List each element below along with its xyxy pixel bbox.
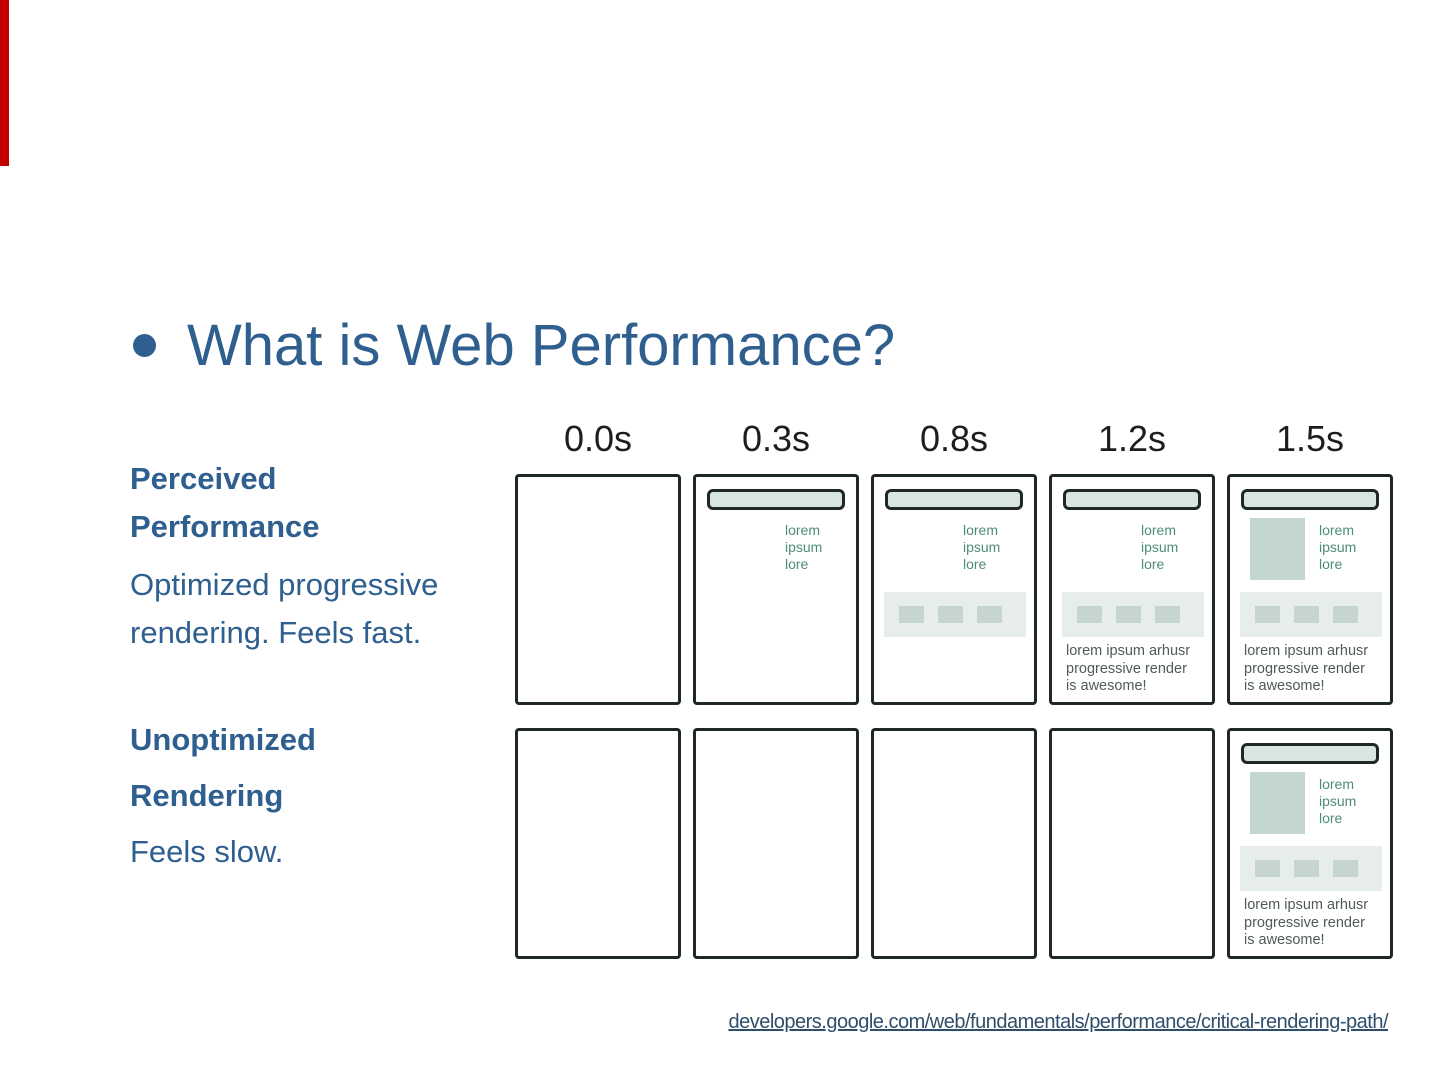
thumbnail-band (1062, 592, 1204, 637)
page-text-line: ipsum (1141, 539, 1179, 555)
page-caption-line: is awesome! (1244, 932, 1325, 948)
thumbnail-tile (1255, 860, 1280, 877)
title-bullet-icon (133, 334, 156, 357)
page-text-line: lore (963, 556, 987, 572)
address-bar (1241, 743, 1379, 764)
perceived-performance-heading-line: Perceived (130, 461, 277, 496)
page-text-line: lorem (1319, 776, 1355, 792)
page-text-line: lorem (1319, 522, 1355, 538)
page-caption-line: progressive render (1244, 660, 1365, 677)
image-placeholder (1250, 772, 1305, 834)
time-label: 1.2s (1097, 418, 1167, 459)
page-text-line: ipsum (1319, 793, 1357, 809)
time-label: 1.5s (1275, 418, 1345, 459)
slide-title: What is Web Performance? (187, 313, 896, 378)
address-bar (1063, 489, 1201, 510)
browser-frame-unoptimized-1.2s (1049, 728, 1215, 959)
thumbnail-tile (977, 606, 1002, 623)
perceived-performance-body: Optimized progressive rendering. Feels fa… (130, 561, 530, 657)
address-bar (885, 489, 1023, 510)
thumbnail-tile (1333, 860, 1358, 877)
page-caption-line: progressive render (1066, 660, 1187, 677)
thumbnail-tile (899, 606, 924, 623)
perceived-performance-heading-line: Performance (130, 509, 320, 544)
page-caption-line: progressive render (1244, 914, 1365, 931)
thumbnail-tile (938, 606, 963, 623)
thumbnail-band (884, 592, 1026, 637)
perceived-performance-body-line: rendering. Feels fast. (130, 615, 422, 650)
browser-frame-unoptimized-0.0s (515, 728, 681, 959)
page-caption-line: lorem ipsum arhusr (1244, 643, 1369, 659)
time-label: 0.3s (741, 418, 811, 459)
browser-frame-unoptimized-0.8s (871, 728, 1037, 959)
page-text-line: lore (1319, 556, 1343, 572)
unoptimized-rendering-line: Rendering (130, 778, 284, 813)
image-placeholder (1250, 518, 1305, 580)
slide-accent-bar (0, 0, 9, 166)
unoptimized-rendering-line: Feels slow. (130, 834, 284, 869)
thumbnail-tile (1333, 606, 1358, 623)
time-label: 0.8s (919, 418, 989, 459)
page-caption-line: is awesome! (1066, 678, 1147, 694)
footer-link[interactable]: developers.google.com/web/fundamentals/p… (728, 1011, 1388, 1033)
thumbnail-tile (1255, 606, 1280, 623)
page-text-line: lore (785, 556, 809, 572)
browser-frame-optimized-0.0s (515, 474, 681, 705)
page-text-line: lorem (785, 522, 821, 538)
address-bar (1241, 489, 1379, 510)
thumbnail-tile (1294, 606, 1319, 623)
page-text-line: lore (1319, 810, 1343, 826)
unoptimized-rendering-line: Unoptimized (130, 722, 316, 757)
page-text-line: ipsum (963, 539, 1001, 555)
browser-frame-unoptimized-0.3s (693, 728, 859, 959)
thumbnail-tile (1116, 606, 1141, 623)
time-label: 0.0s (563, 418, 633, 459)
page-caption-line: is awesome! (1244, 678, 1325, 694)
page-text-line: lorem (963, 522, 999, 538)
address-bar (707, 489, 845, 510)
page-caption-line: lorem ipsum arhusr (1244, 897, 1369, 913)
page-text-line: lorem (1141, 522, 1177, 538)
page-text-line: lore (1141, 556, 1165, 572)
page-text-line: ipsum (785, 539, 823, 555)
page-caption-line: lorem ipsum arhusr (1066, 643, 1191, 659)
thumbnail-tile (1294, 860, 1319, 877)
thumbnail-tile (1077, 606, 1102, 623)
thumbnail-band (1240, 592, 1382, 637)
perceived-performance-body-line: Optimized progressive (130, 567, 439, 602)
thumbnail-tile (1155, 606, 1180, 623)
thumbnail-band (1240, 846, 1382, 891)
page-text-line: ipsum (1319, 539, 1357, 555)
